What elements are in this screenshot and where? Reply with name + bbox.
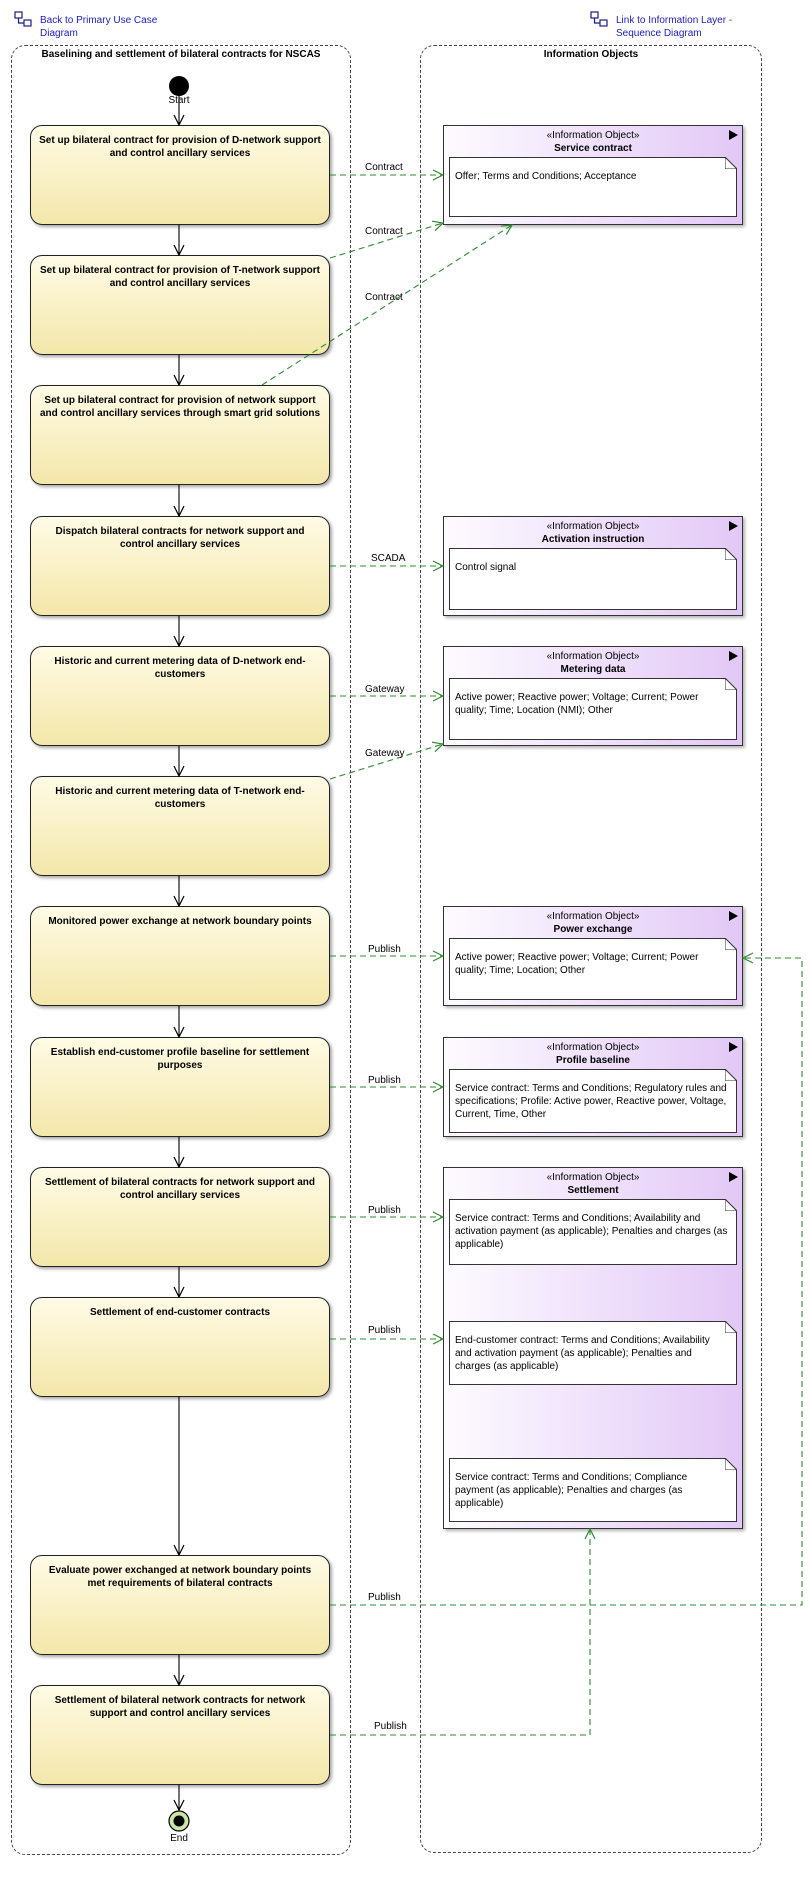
info-object-name: Service contract xyxy=(554,143,632,154)
activity-label: Set up bilateral contract for provision … xyxy=(39,395,321,419)
activity-label: Historic and current metering data of D-… xyxy=(54,656,306,680)
info-object-name: Profile baseline xyxy=(556,1055,630,1066)
information-objects-swimlane xyxy=(420,45,762,1853)
flow-label-contract: Contract xyxy=(365,292,403,303)
note-fold-icon xyxy=(725,1069,737,1081)
note-fold-icon xyxy=(725,548,737,560)
stereotype: «Information Object» xyxy=(546,911,640,922)
info-object-name: Metering data xyxy=(560,664,626,675)
flow-label-scada: SCADA xyxy=(371,553,406,564)
note: Offer; Terms and Conditions; Acceptance xyxy=(449,157,737,217)
activity-setup-smart-grid-contract[interactable]: Set up bilateral contract for provision … xyxy=(30,385,330,485)
flag-icon xyxy=(729,651,738,661)
stereotype: «Information Object» xyxy=(546,521,640,532)
activity-monitored-power-exchange[interactable]: Monitored power exchange at network boun… xyxy=(30,906,330,1006)
flow-label-contract: Contract xyxy=(365,226,403,237)
note-text: End-customer contract: Terms and Conditi… xyxy=(455,1335,710,1372)
stereotype: «Information Object» xyxy=(546,130,640,141)
info-object-power-exchange[interactable]: «Information Object» Power exchange Acti… xyxy=(443,906,743,1006)
note-text: Service contract: Terms and Conditions; … xyxy=(455,1472,688,1509)
stereotype: «Information Object» xyxy=(546,651,640,662)
flow-label-contract: Contract xyxy=(365,162,403,173)
activity-dispatch-contracts[interactable]: Dispatch bilateral contracts for network… xyxy=(30,516,330,616)
object-flow xyxy=(261,225,512,386)
flow-label-gateway: Gateway xyxy=(365,684,405,695)
activity-label: Settlement of bilateral contracts for ne… xyxy=(44,1177,316,1201)
end-node-center xyxy=(173,1815,185,1827)
object-flow xyxy=(330,958,803,1606)
activity-label: Historic and current metering data of T-… xyxy=(55,786,305,810)
note: End-customer contract: Terms and Conditi… xyxy=(449,1321,737,1385)
info-object-profile-baseline[interactable]: «Information Object» Profile baseline Se… xyxy=(443,1037,743,1137)
flag-icon xyxy=(729,911,738,921)
flow-label-publish: Publish xyxy=(374,1721,407,1732)
note-text: Control signal xyxy=(455,562,517,573)
activity-setup-d-network-contract[interactable]: Set up bilateral contract for provision … xyxy=(30,125,330,225)
stereotype: «Information Object» xyxy=(546,1172,640,1183)
activity-settlement-end-customer[interactable]: Settlement of end-customer contracts xyxy=(30,1297,330,1397)
flag-icon xyxy=(729,1172,738,1182)
flow-label-publish: Publish xyxy=(368,1325,401,1336)
activity-label: Set up bilateral contract for provision … xyxy=(39,265,321,289)
activity-label: Establish end-customer profile baseline … xyxy=(50,1047,310,1071)
flow-label-publish: Publish xyxy=(368,1205,401,1216)
flag-icon xyxy=(729,130,738,140)
start-node xyxy=(169,76,189,96)
flow-label-publish: Publish xyxy=(368,1592,401,1603)
activity-lane-title: Baselining and settlement of bilateral c… xyxy=(41,49,321,60)
diagram-link-icon[interactable] xyxy=(590,11,608,27)
activity-evaluate-power-exchanged[interactable]: Evaluate power exchanged at network boun… xyxy=(30,1555,330,1655)
note: Service contract: Terms and Conditions; … xyxy=(449,1199,737,1265)
end-label: End xyxy=(170,1833,188,1844)
flag-icon xyxy=(729,521,738,531)
note-text: Service contract: Terms and Conditions; … xyxy=(455,1213,728,1250)
info-object-metering-data[interactable]: «Information Object» Metering data Activ… xyxy=(443,646,743,746)
activity-d-network-metering[interactable]: Historic and current metering data of D-… xyxy=(30,646,330,746)
note: Active power; Reactive power; Voltage; C… xyxy=(449,938,737,1000)
object-flow xyxy=(330,1529,590,1736)
activity-setup-t-network-contract[interactable]: Set up bilateral contract for provision … xyxy=(30,255,330,355)
link-to-information-layer[interactable]: Link to Information Layer - Sequence Dia… xyxy=(616,15,733,39)
info-object-settlement[interactable]: «Information Object» Settlement Service … xyxy=(443,1167,743,1529)
activity-settlement-network-contracts[interactable]: Settlement of bilateral network contract… xyxy=(30,1685,330,1785)
flow-label-publish: Publish xyxy=(368,1075,401,1086)
activity-t-network-metering[interactable]: Historic and current metering data of T-… xyxy=(30,776,330,876)
note: Active power; Reactive power; Voltage; C… xyxy=(449,678,737,740)
note-text: Offer; Terms and Conditions; Acceptance xyxy=(455,171,637,182)
activity-establish-profile-baseline[interactable]: Establish end-customer profile baseline … xyxy=(30,1037,330,1137)
stereotype: «Information Object» xyxy=(546,1042,640,1053)
info-object-activation-instruction[interactable]: «Information Object» Activation instruct… xyxy=(443,516,743,616)
info-object-name: Settlement xyxy=(567,1185,619,1196)
note-fold-icon xyxy=(725,157,737,169)
note-fold-icon xyxy=(725,1458,737,1470)
activity-swimlane xyxy=(11,45,351,1855)
activity-label: Settlement of end-customer contracts xyxy=(89,1307,271,1318)
info-object-service-contract[interactable]: «Information Object» Service contract Of… xyxy=(443,125,743,225)
flow-label-gateway: Gateway xyxy=(365,748,405,759)
note-fold-icon xyxy=(725,1321,737,1333)
diagram-link-icon[interactable] xyxy=(14,11,32,27)
flag-icon xyxy=(729,1042,738,1052)
note: Control signal xyxy=(449,548,737,610)
activity-label: Dispatch bilateral contracts for network… xyxy=(55,526,305,550)
note-text: Active power; Reactive power; Voltage; C… xyxy=(455,692,699,716)
note-fold-icon xyxy=(725,1199,737,1211)
information-lane-title: Information Objects xyxy=(543,49,639,60)
note: Service contract: Terms and Conditions; … xyxy=(449,1458,737,1522)
activity-label: Settlement of bilateral network contract… xyxy=(54,1695,306,1719)
activity-label: Monitored power exchange at network boun… xyxy=(48,916,312,927)
activity-settlement-bilateral-contracts[interactable]: Settlement of bilateral contracts for ne… xyxy=(30,1167,330,1267)
note-text: Service contract: Terms and Conditions; … xyxy=(455,1083,727,1120)
info-object-name: Power exchange xyxy=(553,924,633,935)
flow-label-publish: Publish xyxy=(368,944,401,955)
note-fold-icon xyxy=(725,938,737,950)
note-fold-icon xyxy=(725,678,737,690)
activity-label: Evaluate power exchanged at network boun… xyxy=(48,1565,312,1589)
note-text: Active power; Reactive power; Voltage; C… xyxy=(455,952,699,976)
note: Service contract: Terms and Conditions; … xyxy=(449,1069,737,1133)
info-object-name: Activation instruction xyxy=(541,534,645,545)
activity-label: Set up bilateral contract for provision … xyxy=(39,135,321,159)
back-to-primary-use-case-link[interactable]: Back to Primary Use Case Diagram xyxy=(40,15,158,39)
